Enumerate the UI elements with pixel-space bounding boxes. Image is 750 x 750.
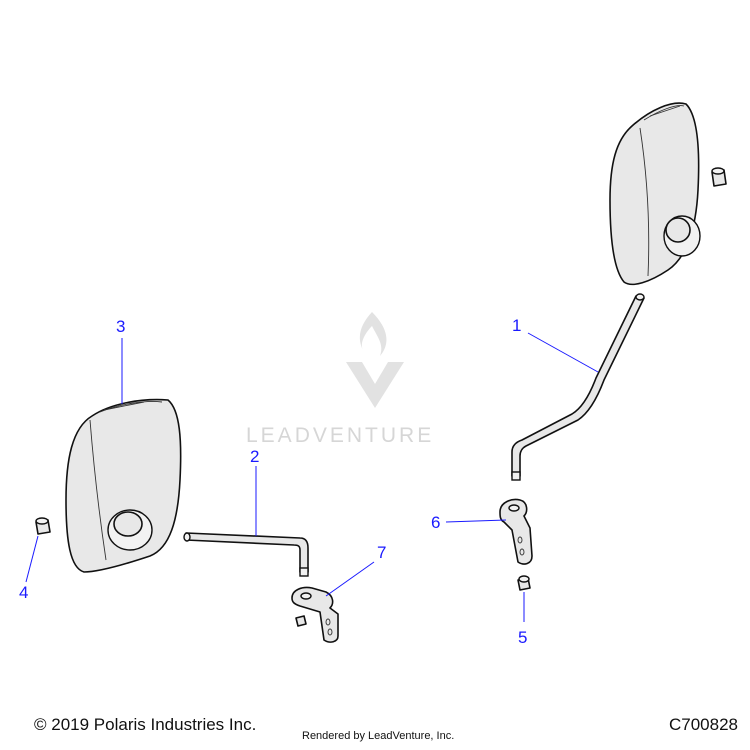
leader-1	[527, 332, 599, 373]
nut-right[interactable]	[517, 575, 531, 591]
watermark-logo	[346, 312, 404, 408]
callout-7[interactable]: 7	[377, 543, 386, 562]
callout-4[interactable]: 4	[19, 583, 28, 602]
callout-5[interactable]: 5	[518, 628, 527, 647]
callout-1[interactable]: 1	[512, 316, 521, 335]
nut-right-top[interactable]	[711, 167, 727, 187]
nut-left[interactable]	[35, 517, 51, 535]
copyright-text: © 2019 Polaris Industries Inc.	[34, 715, 257, 734]
leadventure-watermark: LEADVENTURE	[246, 312, 434, 447]
bracket-right[interactable]	[499, 498, 533, 565]
mirror-left[interactable]	[65, 398, 182, 573]
watermark-text: LEADVENTURE	[246, 424, 434, 447]
rendered-by-text: Rendered by LeadVenture, Inc.	[302, 730, 455, 742]
callout-6[interactable]: 6	[431, 513, 440, 532]
leader-lines	[25, 332, 599, 622]
callouts: 1 2 3 4 5 6 7	[19, 316, 527, 647]
rod-left[interactable]	[183, 532, 309, 577]
leader-6	[445, 519, 507, 523]
leader-4	[25, 535, 39, 583]
bracket-left[interactable]	[291, 586, 339, 643]
rod-right[interactable]	[511, 293, 645, 481]
callout-3[interactable]: 3	[116, 317, 125, 336]
leader-7	[325, 561, 375, 597]
nut-bracket-left[interactable]	[295, 615, 307, 627]
callout-2[interactable]: 2	[250, 447, 259, 466]
mirror-right[interactable]	[609, 102, 701, 286]
diagram-code: C700828	[668, 715, 738, 734]
